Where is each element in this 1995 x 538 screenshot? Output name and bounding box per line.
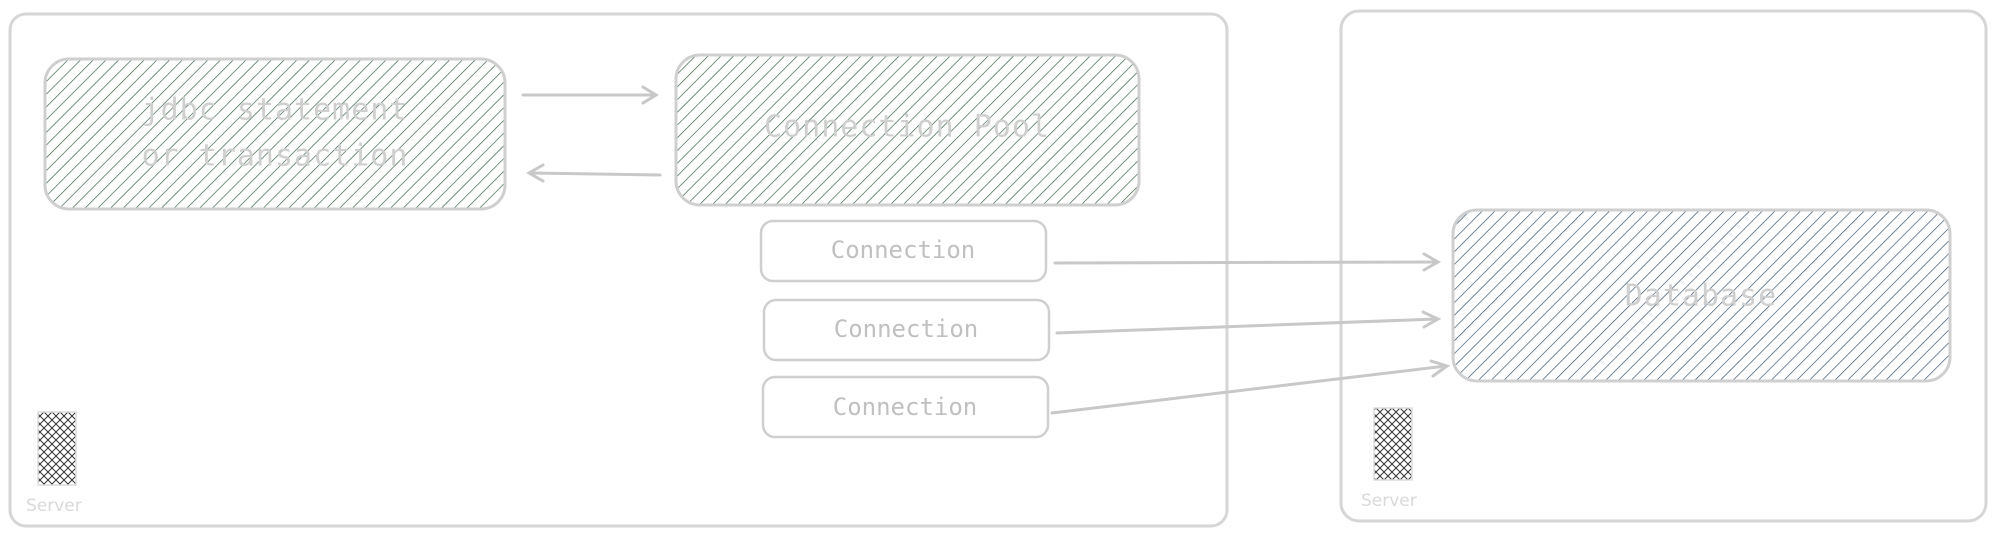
arrow-pool-to-app [525,163,662,183]
connection-label-1: Connection [831,236,976,264]
arrow-connection-1-to-database [1053,252,1442,272]
server-icon [37,411,77,486]
connection-box-2[interactable]: Connection [762,298,1051,362]
server-frame-right [1339,9,1988,523]
connection-box-3[interactable]: Connection [761,375,1050,439]
server-label-right: Server [1361,491,1417,511]
app-box-label-line2: or transaction [142,139,409,174]
arrow-connection-3-to-database [1050,359,1451,415]
server-label-left: Server [26,496,82,516]
connection-pool-box[interactable]: Connection Pool [674,53,1141,207]
app-box-label-line1: jdbc statement [142,93,409,128]
connection-box-1[interactable]: Connection [759,219,1048,283]
server-icon [1373,407,1413,481]
arrow-app-to-pool [521,85,659,105]
database-label: Database [1625,279,1778,314]
connection-label-2: Connection [834,315,979,343]
app-box[interactable]: jdbc statement or transaction [43,57,507,211]
connection-label-3: Connection [833,393,978,421]
arrow-connection-2-to-database [1055,310,1442,335]
server-frame-left [8,12,1229,528]
database-box[interactable]: Database [1451,208,1952,383]
connection-pool-label: Connection Pool [764,110,1050,145]
